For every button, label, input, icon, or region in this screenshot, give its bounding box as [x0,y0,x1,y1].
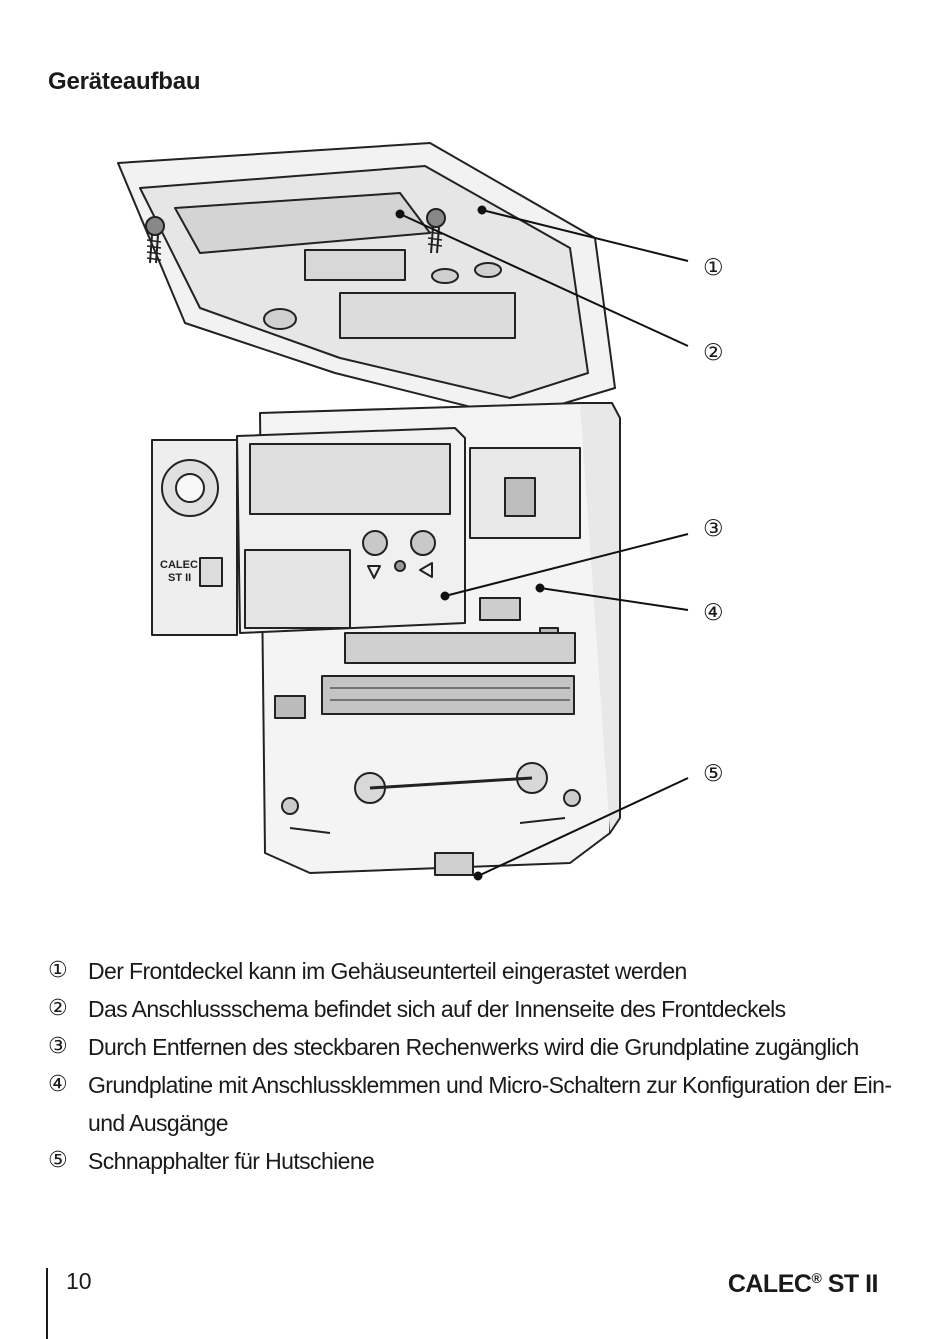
leader-4 [539,587,689,611]
legend-number: ⑤ [48,1148,68,1173]
legend-item: ⑤ Schnapphalter für Hutschiene [48,1142,908,1180]
legend-number: ② [48,996,68,1021]
callout-1: ① [703,255,724,281]
legend-number: ④ [48,1072,68,1097]
din-clip [434,852,474,876]
legend-item: ③ Durch Entfernen des steckbaren Rechenw… [48,1028,908,1066]
legend-item: ① Der Frontdeckel kann im Gehäuseunterte… [48,952,908,990]
callout-4: ④ [703,600,724,626]
section-heading: Geräteaufbau [48,68,201,95]
leader-3 [444,533,689,597]
device-label-model: ST II [168,572,191,584]
legend-item: ④ Grundplatine mit Anschlussklemmen und … [48,1066,908,1142]
device-drawing: CALEC ST II [117,142,689,881]
terminal-strips [274,632,576,719]
leader-2 [399,213,689,347]
leader-5 [477,777,689,877]
legend-item: ② Das Anschlussschema befindet sich auf … [48,990,908,1028]
legend-number: ③ [48,1034,68,1059]
callout-5: ⑤ [703,761,724,787]
device-illustration: CALEC ST II ① ② ③ ④ ⑤ [100,118,760,908]
device-label-calec: CALEC [160,559,198,571]
legend-list: ① Der Frontdeckel kann im Gehäuseunterte… [48,952,908,1180]
callout-3: ③ [703,516,724,542]
brand-model: ST II [821,1270,879,1298]
legend-text: Schnapphalter für Hutschiene [88,1148,375,1174]
footer-rule [46,1268,48,1339]
legend-number: ① [48,958,68,983]
page-number: 10 [66,1268,92,1294]
leader-1 [481,209,689,262]
registered-mark: ® [811,1270,822,1286]
brand-name-text: CALEC [727,1270,812,1298]
legend-text: Das Anschlussschema befindet sich auf de… [88,996,786,1022]
brand-name: CALEC® ST II [727,1270,879,1299]
callout-2: ② [703,340,724,366]
legend-text: Grundplatine mit Anschlussklemmen und Mi… [88,1072,892,1136]
legend-text: Durch Entfernen des steckbaren Rechenwer… [88,1034,859,1060]
legend-text: Der Frontdeckel kann im Gehäuseunterteil… [88,958,687,984]
screw-left [145,216,165,264]
